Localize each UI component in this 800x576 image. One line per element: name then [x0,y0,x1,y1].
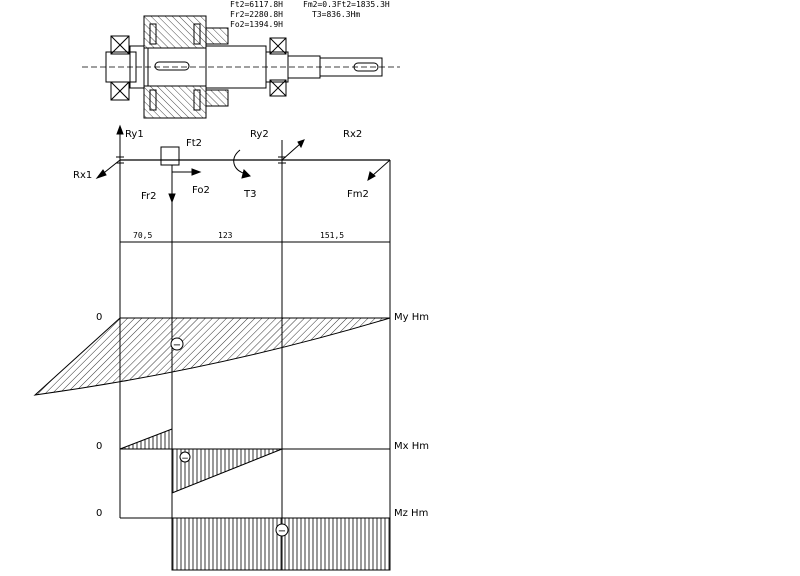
fr2-arrow [168,193,176,204]
mx-sign: − [181,454,189,464]
my-moment-diagram: 0 My Hm − [33,312,429,396]
mx-zero: 0 [96,441,102,452]
dimension-line: 70,5 123 151,5 [120,231,390,243]
mz-zero: 0 [96,508,102,519]
my-sign-circle [170,337,184,351]
fo2-arrow [191,168,202,176]
dimension-1: 70,5 [133,231,152,240]
fr2-label: Fr2 [141,191,157,202]
ry2-arrow [297,139,305,149]
shaft-assembly [82,15,400,119]
mz-sign-circle [275,523,289,537]
mx-label: Mx Hm [394,441,429,452]
left-bearing-top [110,35,130,55]
ft2-box [160,146,180,166]
fm2-arrow [367,171,376,182]
dimension-2: 123 [218,231,233,240]
mz-label: Mz Hm [394,508,428,519]
scheme-labels: Ry1 Rx1 Ft2 Fr2 Fo2 Ry2 Rx2 T3 Fm2 [73,129,369,202]
rx1-label: Rx1 [73,170,92,181]
fo2-label: Fo2 [192,185,210,196]
rx2-label: Rx2 [343,129,362,140]
force-ft2-value: Ft2=6117.8H [230,0,283,9]
my-label: My Hm [394,312,429,323]
t3-label: T3 [243,189,256,200]
force-fm2-value: Fm2=0.3Ft2=1835.3H [303,0,390,9]
force-values-left: Ft2=6117.8H Fr2=2280.8H Fo2=1394.9H [230,0,283,29]
torque-t3-value: T3=836.3Hm [312,10,360,19]
ft2-label: Ft2 [186,138,202,149]
rx1-arrow [95,169,107,179]
my-zero: 0 [96,312,102,323]
mz-moment-diagram: 0 Mz Hm − [96,508,428,571]
my-sign: − [173,340,181,351]
force-fo2-value: Fo2=1394.9H [230,20,283,29]
ry2-label: Ry2 [250,129,269,140]
dimension-3: 151,5 [320,231,344,240]
mx-moment-diagram: 0 Mx Hm − [96,428,429,494]
mx-sign-circle [179,451,191,463]
force-fr2-value: Fr2=2280.8H [230,10,283,19]
ry1-arrow [116,124,124,135]
ry1-label: Ry1 [125,129,144,140]
mz-sign: − [278,526,286,537]
fm2-label: Fm2 [347,189,369,200]
force-values-right: Fm2=0.3Ft2=1835.3H T3=836.3Hm [303,0,390,19]
